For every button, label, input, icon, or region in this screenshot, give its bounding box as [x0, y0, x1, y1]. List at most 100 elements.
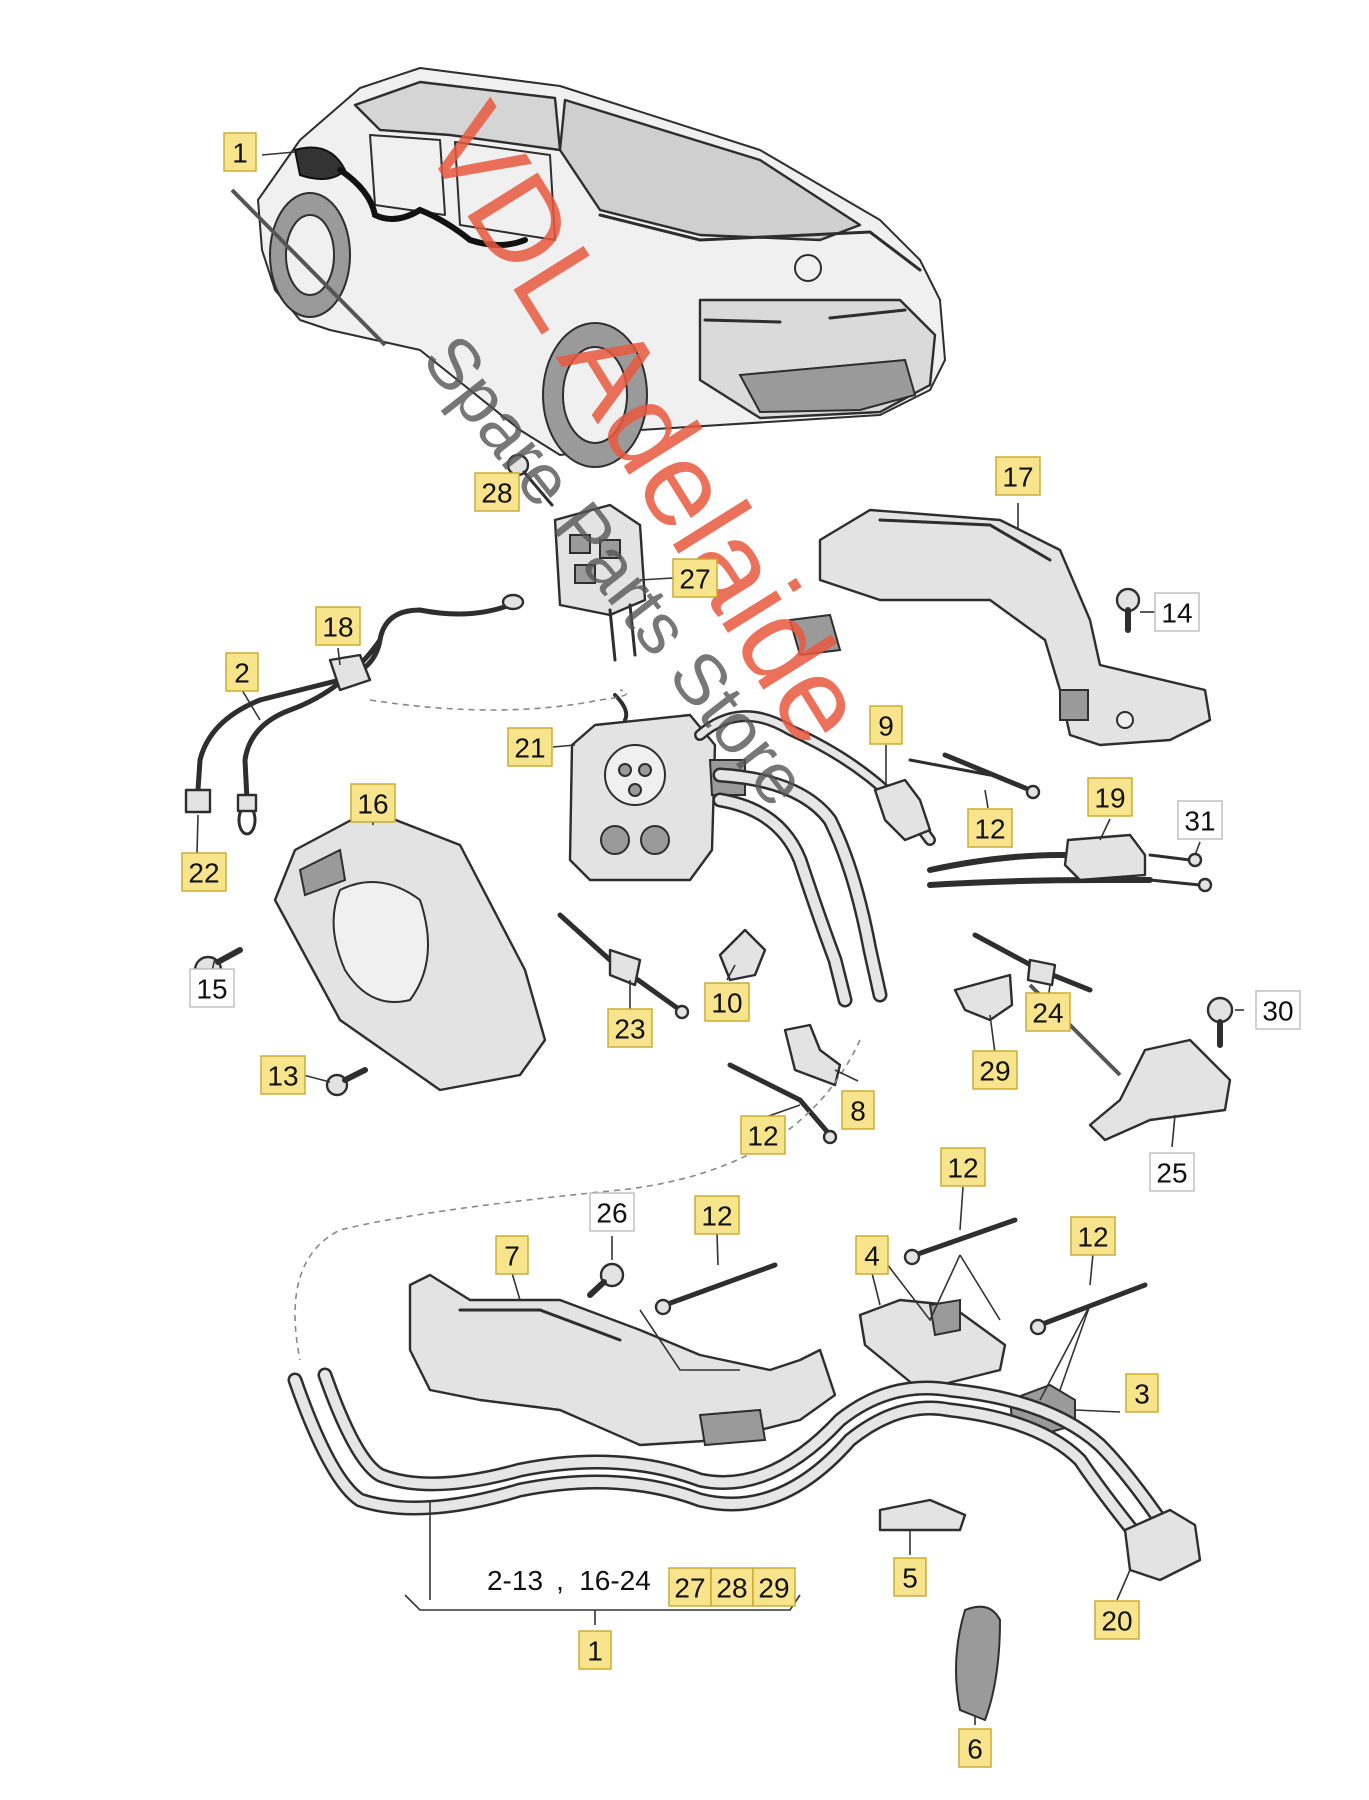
callout-c1-bottom: 1: [578, 1630, 612, 1670]
callout-c12-d: 12: [940, 1147, 986, 1187]
callout-box: [995, 456, 1041, 496]
callout-c13: 13: [260, 1055, 306, 1095]
screw-13: [325, 1067, 368, 1097]
cable-tie-12-b: [727, 1062, 838, 1145]
callout-box: [1094, 1600, 1140, 1640]
clip-8: [783, 1023, 842, 1087]
callout-c20: 20: [1094, 1600, 1140, 1640]
callout-number: 20: [1101, 1606, 1132, 1637]
callout-c1-top: 1: [223, 132, 257, 172]
bracket-4: [858, 1298, 1007, 1392]
callout-c27: 27: [672, 558, 718, 598]
callout-c22: 22: [181, 852, 227, 892]
callout-c7: 7: [495, 1235, 529, 1275]
callout-c24: 24: [1025, 992, 1071, 1032]
callout-number: 12: [974, 814, 1005, 845]
range-item-number: 29: [758, 1573, 789, 1604]
callout-box: [958, 1728, 992, 1768]
callout-box: [869, 705, 903, 745]
callout-c12-e: 12: [1070, 1216, 1116, 1256]
callout-box: [189, 968, 235, 1008]
callout-c17: 17: [995, 456, 1041, 496]
callout-number: 27: [679, 564, 710, 595]
callout-box: [578, 1630, 612, 1670]
charging-socket-21: [568, 713, 746, 882]
assembly-bracket: 2-13 , 16-24: [404, 1500, 801, 1625]
callout-c30: 30: [1255, 990, 1301, 1030]
callout-box: [495, 1235, 529, 1275]
callout-c6: 6: [958, 1728, 992, 1768]
bracket-25: [1088, 1038, 1232, 1142]
cable-tie-12-a: [942, 752, 1041, 800]
callout-box: [1149, 1152, 1195, 1192]
callout-box: [1087, 777, 1133, 817]
callout-number: 28: [481, 478, 512, 509]
callout-c4: 4: [855, 1235, 889, 1275]
callout-c12-b: 12: [740, 1115, 786, 1155]
range-item-number: 27: [674, 1573, 705, 1604]
callout-c25: 25: [1149, 1152, 1195, 1192]
callout-box: [855, 1235, 889, 1275]
callout-number: 5: [902, 1563, 918, 1594]
callout-number: 9: [878, 711, 894, 742]
callout-number: 4: [864, 1241, 880, 1272]
callout-c16: 16: [350, 783, 396, 823]
callout-number: 29: [979, 1056, 1010, 1087]
callout-c3: 3: [1125, 1373, 1159, 1413]
callout-c15: 15: [189, 968, 235, 1008]
callout-c2: 2: [225, 652, 259, 692]
mounting-bracket-17: [788, 508, 1212, 747]
callout-box: [672, 558, 718, 598]
range-separator: ,: [556, 1565, 564, 1596]
callout-number: 21: [514, 733, 545, 764]
callout-c9: 9: [869, 705, 903, 745]
callout-box: [1070, 1216, 1116, 1256]
cable-tie-12-e: [1029, 1282, 1148, 1336]
range-item-item-b: 28: [710, 1567, 754, 1607]
callout-box: [740, 1115, 786, 1155]
callout-c26: 26: [589, 1192, 635, 1232]
callout-number: 1: [232, 138, 248, 169]
callout-box: [225, 652, 259, 692]
connector-housing-27: [553, 503, 647, 662]
cable-tray-7: [408, 1273, 837, 1447]
callout-number: 10: [711, 988, 742, 1019]
lower-cable-harness: [287, 1367, 1168, 1548]
callout-box: [589, 1192, 635, 1232]
range-item-item-c: 29: [752, 1567, 796, 1607]
callout-box: [507, 727, 553, 767]
callout-number: 24: [1032, 998, 1063, 1029]
callout-box: [260, 1055, 306, 1095]
connector-20: [1123, 1508, 1202, 1582]
callout-c19: 19: [1087, 777, 1133, 817]
cover-6: [955, 1605, 1002, 1722]
callout-number: 16: [357, 789, 388, 820]
callout-box: [704, 982, 750, 1022]
vehicle-illustration: [257, 67, 946, 468]
clip-9: [873, 758, 992, 842]
callout-number: 15: [196, 974, 227, 1005]
callout-number: 12: [701, 1201, 732, 1232]
cable-tie-24: [972, 932, 1093, 993]
callout-box: [607, 1008, 653, 1048]
callout-box: [972, 1050, 1018, 1090]
range-item-box: [752, 1567, 796, 1607]
callout-number: 18: [322, 612, 353, 643]
range-item-item-a: 27: [668, 1567, 712, 1607]
callout-box: [181, 852, 227, 892]
callout-box: [967, 808, 1013, 848]
socket-housing-16: [273, 808, 547, 1092]
leader-lines: [196, 151, 1244, 1725]
callout-box: [1255, 990, 1301, 1030]
callout-box: [1177, 800, 1223, 840]
range-item-number: 28: [716, 1573, 747, 1604]
module-19: [1063, 833, 1147, 882]
callout-box: [1125, 1373, 1159, 1413]
screw-26: [587, 1262, 625, 1298]
callout-number: 12: [1077, 1222, 1108, 1253]
callout-c12-c: 12: [694, 1195, 740, 1235]
callout-number: 2: [234, 658, 250, 689]
callout-box: [940, 1147, 986, 1187]
callout-c8: 8: [841, 1090, 875, 1130]
